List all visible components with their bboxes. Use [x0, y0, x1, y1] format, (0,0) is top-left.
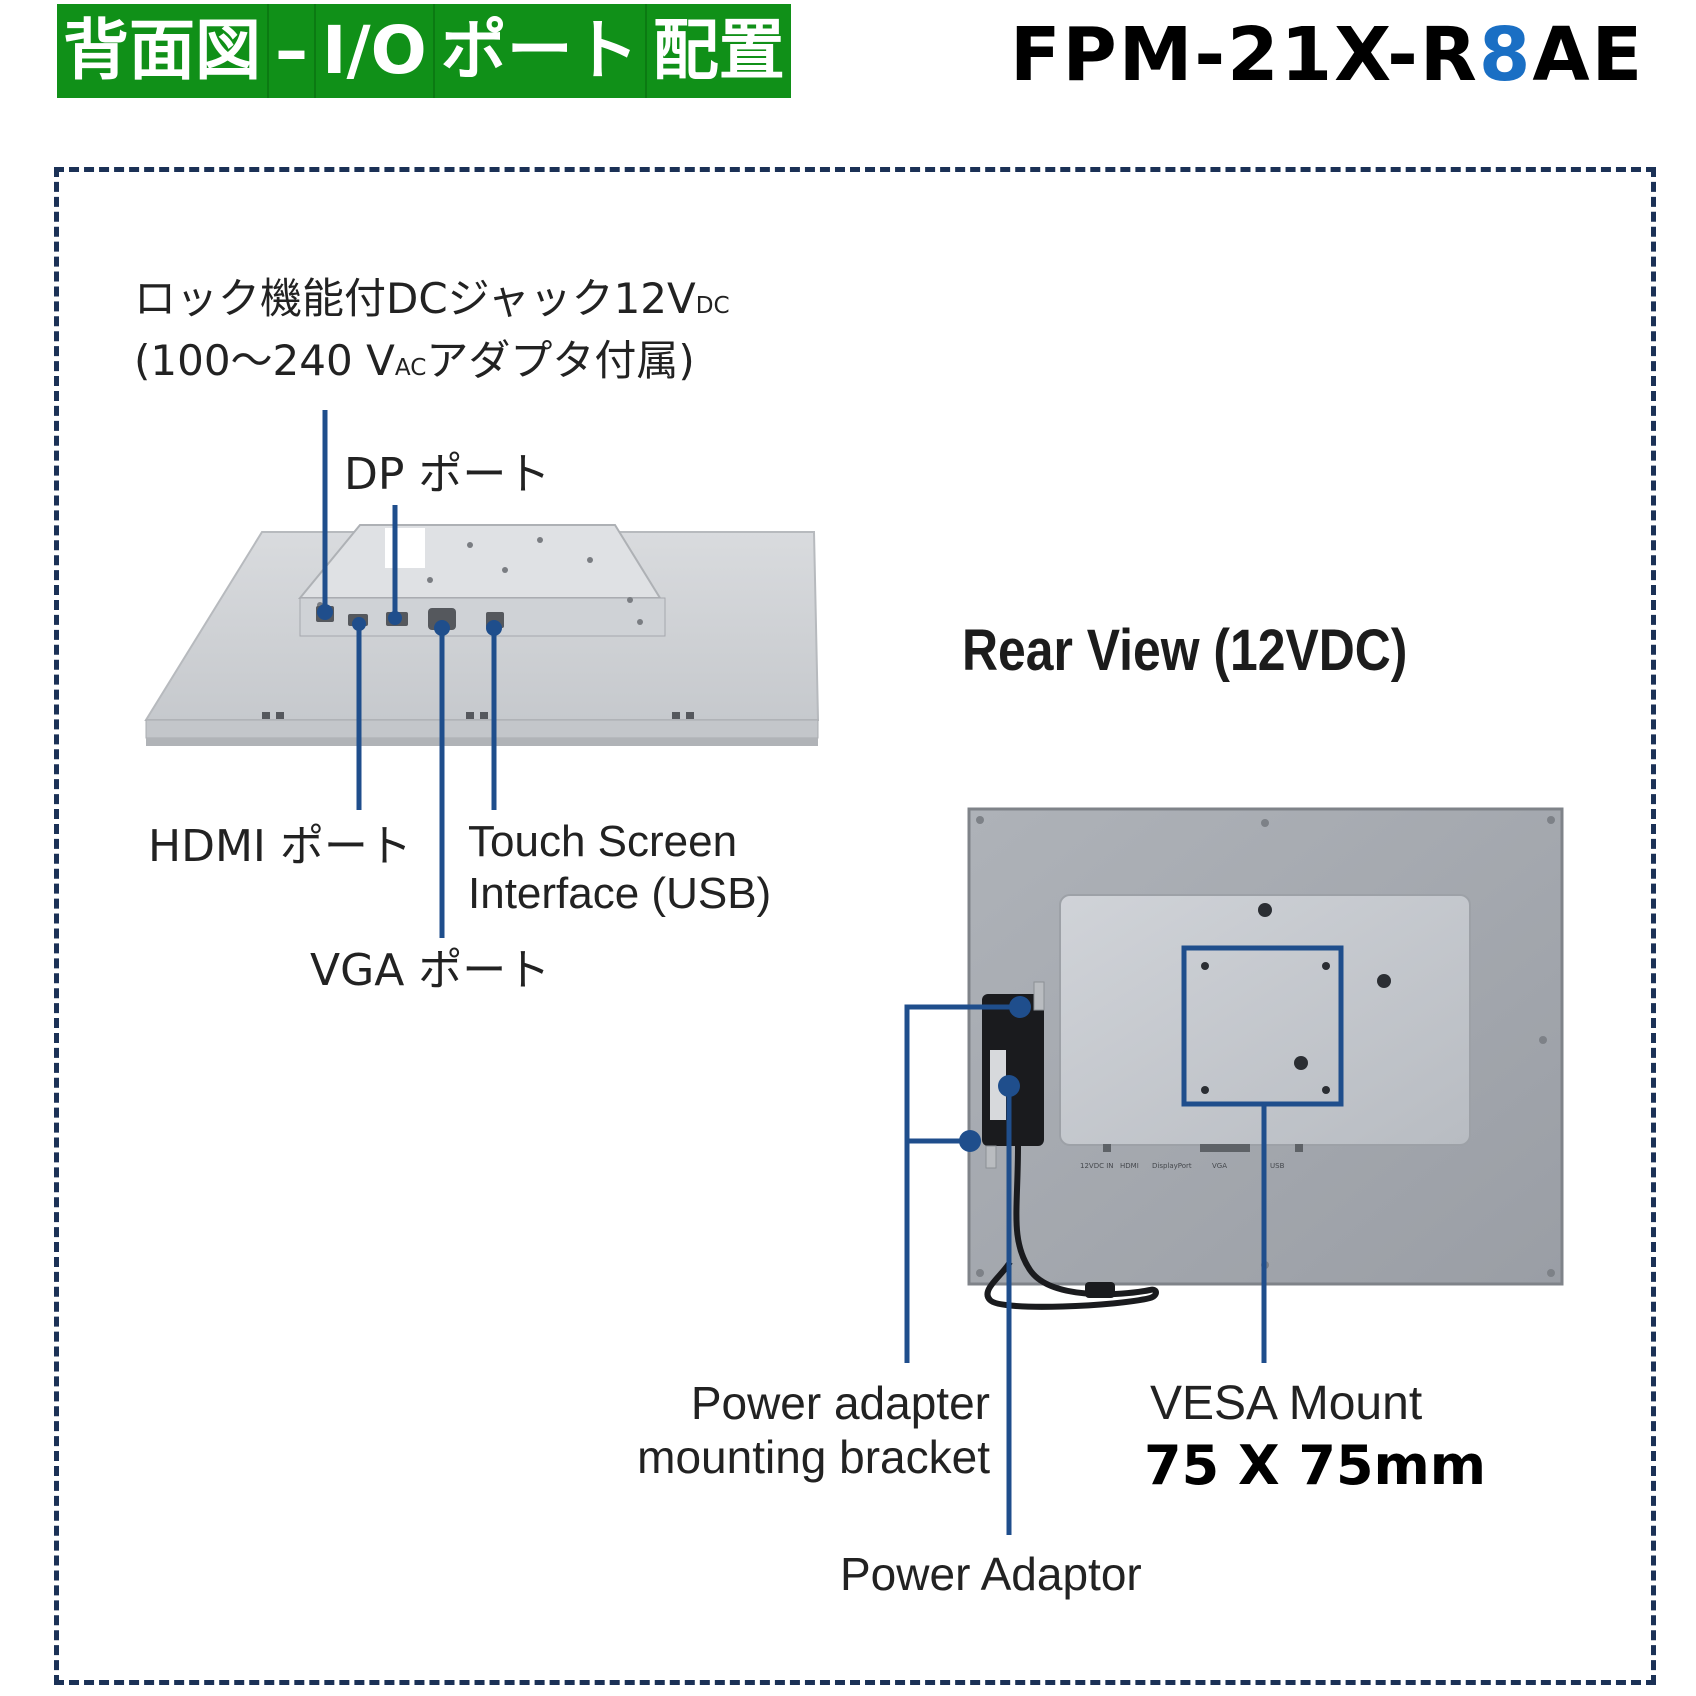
rear-port-label: USB — [1270, 1162, 1285, 1170]
model-highlight: 8 — [1478, 12, 1533, 98]
left-callout-dots — [317, 604, 502, 636]
bracket-label-line1: Power adapter — [690, 1377, 990, 1429]
rear-monitor-illustration: 12VDC IN HDMI DisplayPort VGA USB — [967, 807, 1564, 1310]
touch-screen-label-line2: Interface (USB) — [468, 869, 772, 918]
right-callout-lines — [904, 1004, 1267, 1535]
hdmi-port-label: HDMI ポート — [148, 821, 412, 872]
left-monitor-illustration — [144, 524, 820, 746]
title-segment: 配置 — [652, 12, 785, 89]
rear-port-label: DisplayPort — [1152, 1162, 1192, 1170]
vesa-label-line1: VESA Mount — [1150, 1377, 1423, 1430]
dp-port-label: DP ポート — [344, 449, 551, 500]
model-suffix: AE — [1532, 12, 1645, 98]
bracket-label-line2: mounting bracket — [637, 1431, 990, 1483]
model-prefix: FPM-21X-R — [1010, 12, 1479, 98]
left-callout-lines — [322, 410, 497, 938]
rear-port-label: 12VDC IN — [1080, 1162, 1114, 1170]
title-banner: 背面図 – I/O ポート 配置 — [57, 4, 791, 98]
dc-jack-label-line2: (100〜240 VACアダプタ付属) — [134, 334, 695, 395]
touch-screen-label-line1: Touch Screen — [468, 817, 738, 866]
rear-port-label: VGA — [1212, 1162, 1227, 1170]
dc-jack-label-line1: ロック機能付DCジャック12VDC — [134, 272, 730, 333]
vesa-label-line2: 75 X 75mm — [1144, 1434, 1487, 1497]
vga-port-label: VGA ポート — [310, 945, 551, 996]
diagram-frame — [54, 167, 1656, 1685]
dc-jack-ac-sub-text: AC — [394, 355, 427, 381]
dc-jack-main-text: ロック機能付DCジャック12V — [134, 274, 696, 323]
right-callout-dots — [959, 996, 1031, 1152]
dc-jack-sub-text: DC — [695, 293, 730, 319]
power-adaptor-label: Power Adaptor — [840, 1548, 1142, 1600]
title-segment: 背面図 — [57, 4, 269, 98]
title-segment: – — [269, 4, 316, 98]
title-segment: ポート — [435, 4, 647, 98]
rear-port-label: HDMI — [1120, 1162, 1139, 1170]
model-number: FPM-21X-R8AE — [1010, 10, 1644, 100]
dc-jack-range-text: (100〜240 V — [134, 336, 395, 385]
title-segment: I/O — [316, 4, 435, 98]
dc-jack-adapter-text: アダプタ付属) — [426, 336, 695, 385]
rear-view-title: Rear View (12VDC) — [962, 618, 1408, 683]
